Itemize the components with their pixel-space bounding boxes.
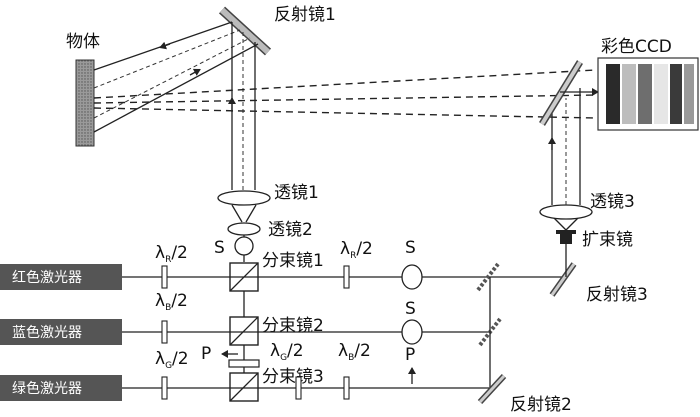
half-wave-plate-r-left	[161, 265, 168, 289]
ccd-stripe	[654, 64, 668, 124]
mirror2-label: 反射镜2	[510, 395, 572, 415]
expander-label: 扩束镜	[582, 230, 633, 250]
dichroic-mirror-red	[476, 262, 500, 292]
lens1-label: 透镜1	[274, 183, 319, 203]
lens3	[539, 204, 593, 220]
ccd-stripe	[684, 64, 694, 124]
lambda-g-right-label: λG/2	[270, 341, 304, 363]
object-wave-upper	[93, 69, 596, 99]
lambda-r-left-label: λR/2	[155, 243, 188, 265]
mirror1-label: 反射镜1	[274, 5, 336, 25]
mirror3-label: 反射镜3	[586, 285, 648, 305]
red-laser	[0, 264, 122, 290]
s-label-red: S	[405, 238, 416, 258]
lambda-b-right-label: λB/2	[338, 341, 371, 363]
lambda-r-right-label: λR/2	[340, 239, 373, 261]
ccd-stripe	[670, 64, 682, 124]
s-label-top: S	[214, 238, 225, 258]
object-block	[75, 59, 95, 147]
lens1	[217, 190, 271, 206]
blue-laser	[0, 319, 122, 345]
p-label-blue: P	[405, 345, 415, 365]
half-wave-plate-g-right	[295, 376, 302, 400]
beam-expander	[560, 232, 572, 244]
polarizer-s-blue	[401, 319, 423, 345]
red-laser-label: 红色激光器	[12, 269, 82, 286]
half-wave-plate-r-right	[343, 265, 350, 289]
half-wave-plate-b-left	[161, 320, 168, 344]
ccd-stripe	[622, 64, 636, 124]
p-label-left: P	[201, 344, 211, 364]
green-laser-label: 绿色激光器	[12, 380, 82, 397]
half-wave-plate-g-left	[161, 376, 168, 400]
polarizer-plate	[228, 359, 260, 368]
polarizer-s-red	[401, 264, 423, 290]
lambda-g-left-label: λG/2	[155, 349, 189, 371]
lambda-b-left-label: λB/2	[155, 291, 188, 313]
lens2	[227, 222, 261, 236]
object-label: 物体	[66, 32, 100, 52]
lens2-label: 透镜2	[268, 220, 313, 240]
color-ccd	[597, 57, 699, 131]
polarizer-s-top	[234, 236, 254, 256]
bs2-label: 分束镜2	[262, 316, 324, 336]
green-laser	[0, 375, 122, 401]
ccd-stripe	[606, 64, 620, 124]
object-wave-lower	[93, 107, 596, 119]
blue-laser-label: 蓝色激光器	[12, 324, 82, 341]
bs1-label: 分束镜1	[262, 251, 324, 271]
color-ccd-label: 彩色CCD	[601, 37, 672, 57]
half-wave-plate-b-right	[343, 376, 350, 400]
s-label-blue: S	[405, 299, 416, 319]
ccd-stripe	[638, 64, 652, 124]
object-beam-lower	[93, 43, 259, 133]
bs3-label: 分束镜3	[262, 367, 324, 387]
lens3-label: 透镜3	[590, 192, 635, 212]
